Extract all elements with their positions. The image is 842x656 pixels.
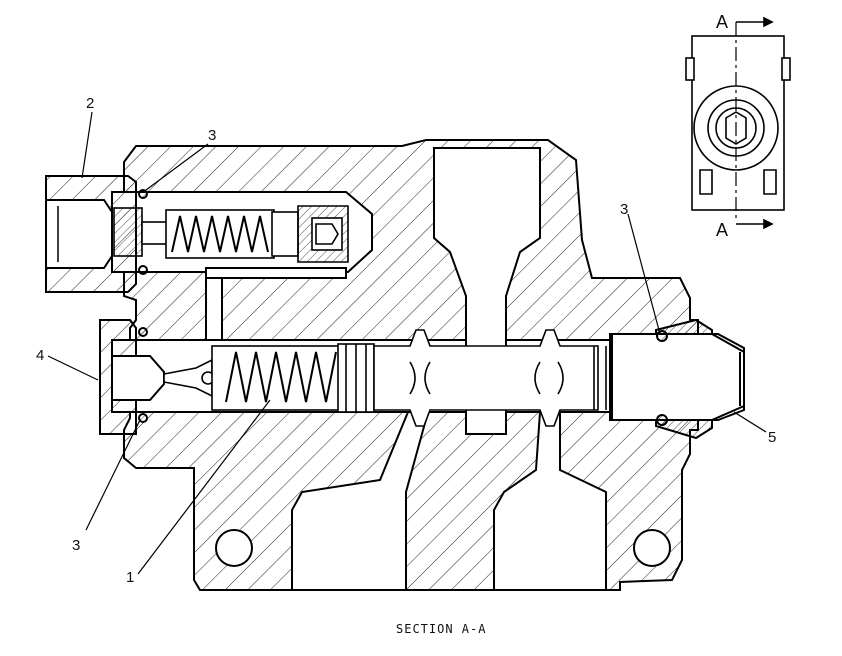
right-plug (609, 318, 745, 440)
section-caption: SECTION A-A (396, 622, 486, 636)
spool-end-cap (99, 319, 165, 435)
upper-plug (45, 175, 148, 293)
callout-1: 1 (126, 569, 134, 586)
callout-5: 5 (768, 429, 776, 446)
callout-3-lower: 3 (72, 537, 80, 554)
inset-view (685, 16, 791, 230)
relief-valve-assembly (113, 205, 349, 263)
view-marker-top: A (716, 12, 728, 32)
callout-3-upper: 3 (208, 127, 216, 144)
callout-3-right: 3 (620, 201, 628, 218)
callout-2: 2 (86, 95, 94, 112)
spool-assembly (163, 329, 607, 427)
callout-4: 4 (36, 347, 44, 364)
leader-lines (47, 111, 767, 575)
view-marker-bottom: A (716, 220, 728, 240)
